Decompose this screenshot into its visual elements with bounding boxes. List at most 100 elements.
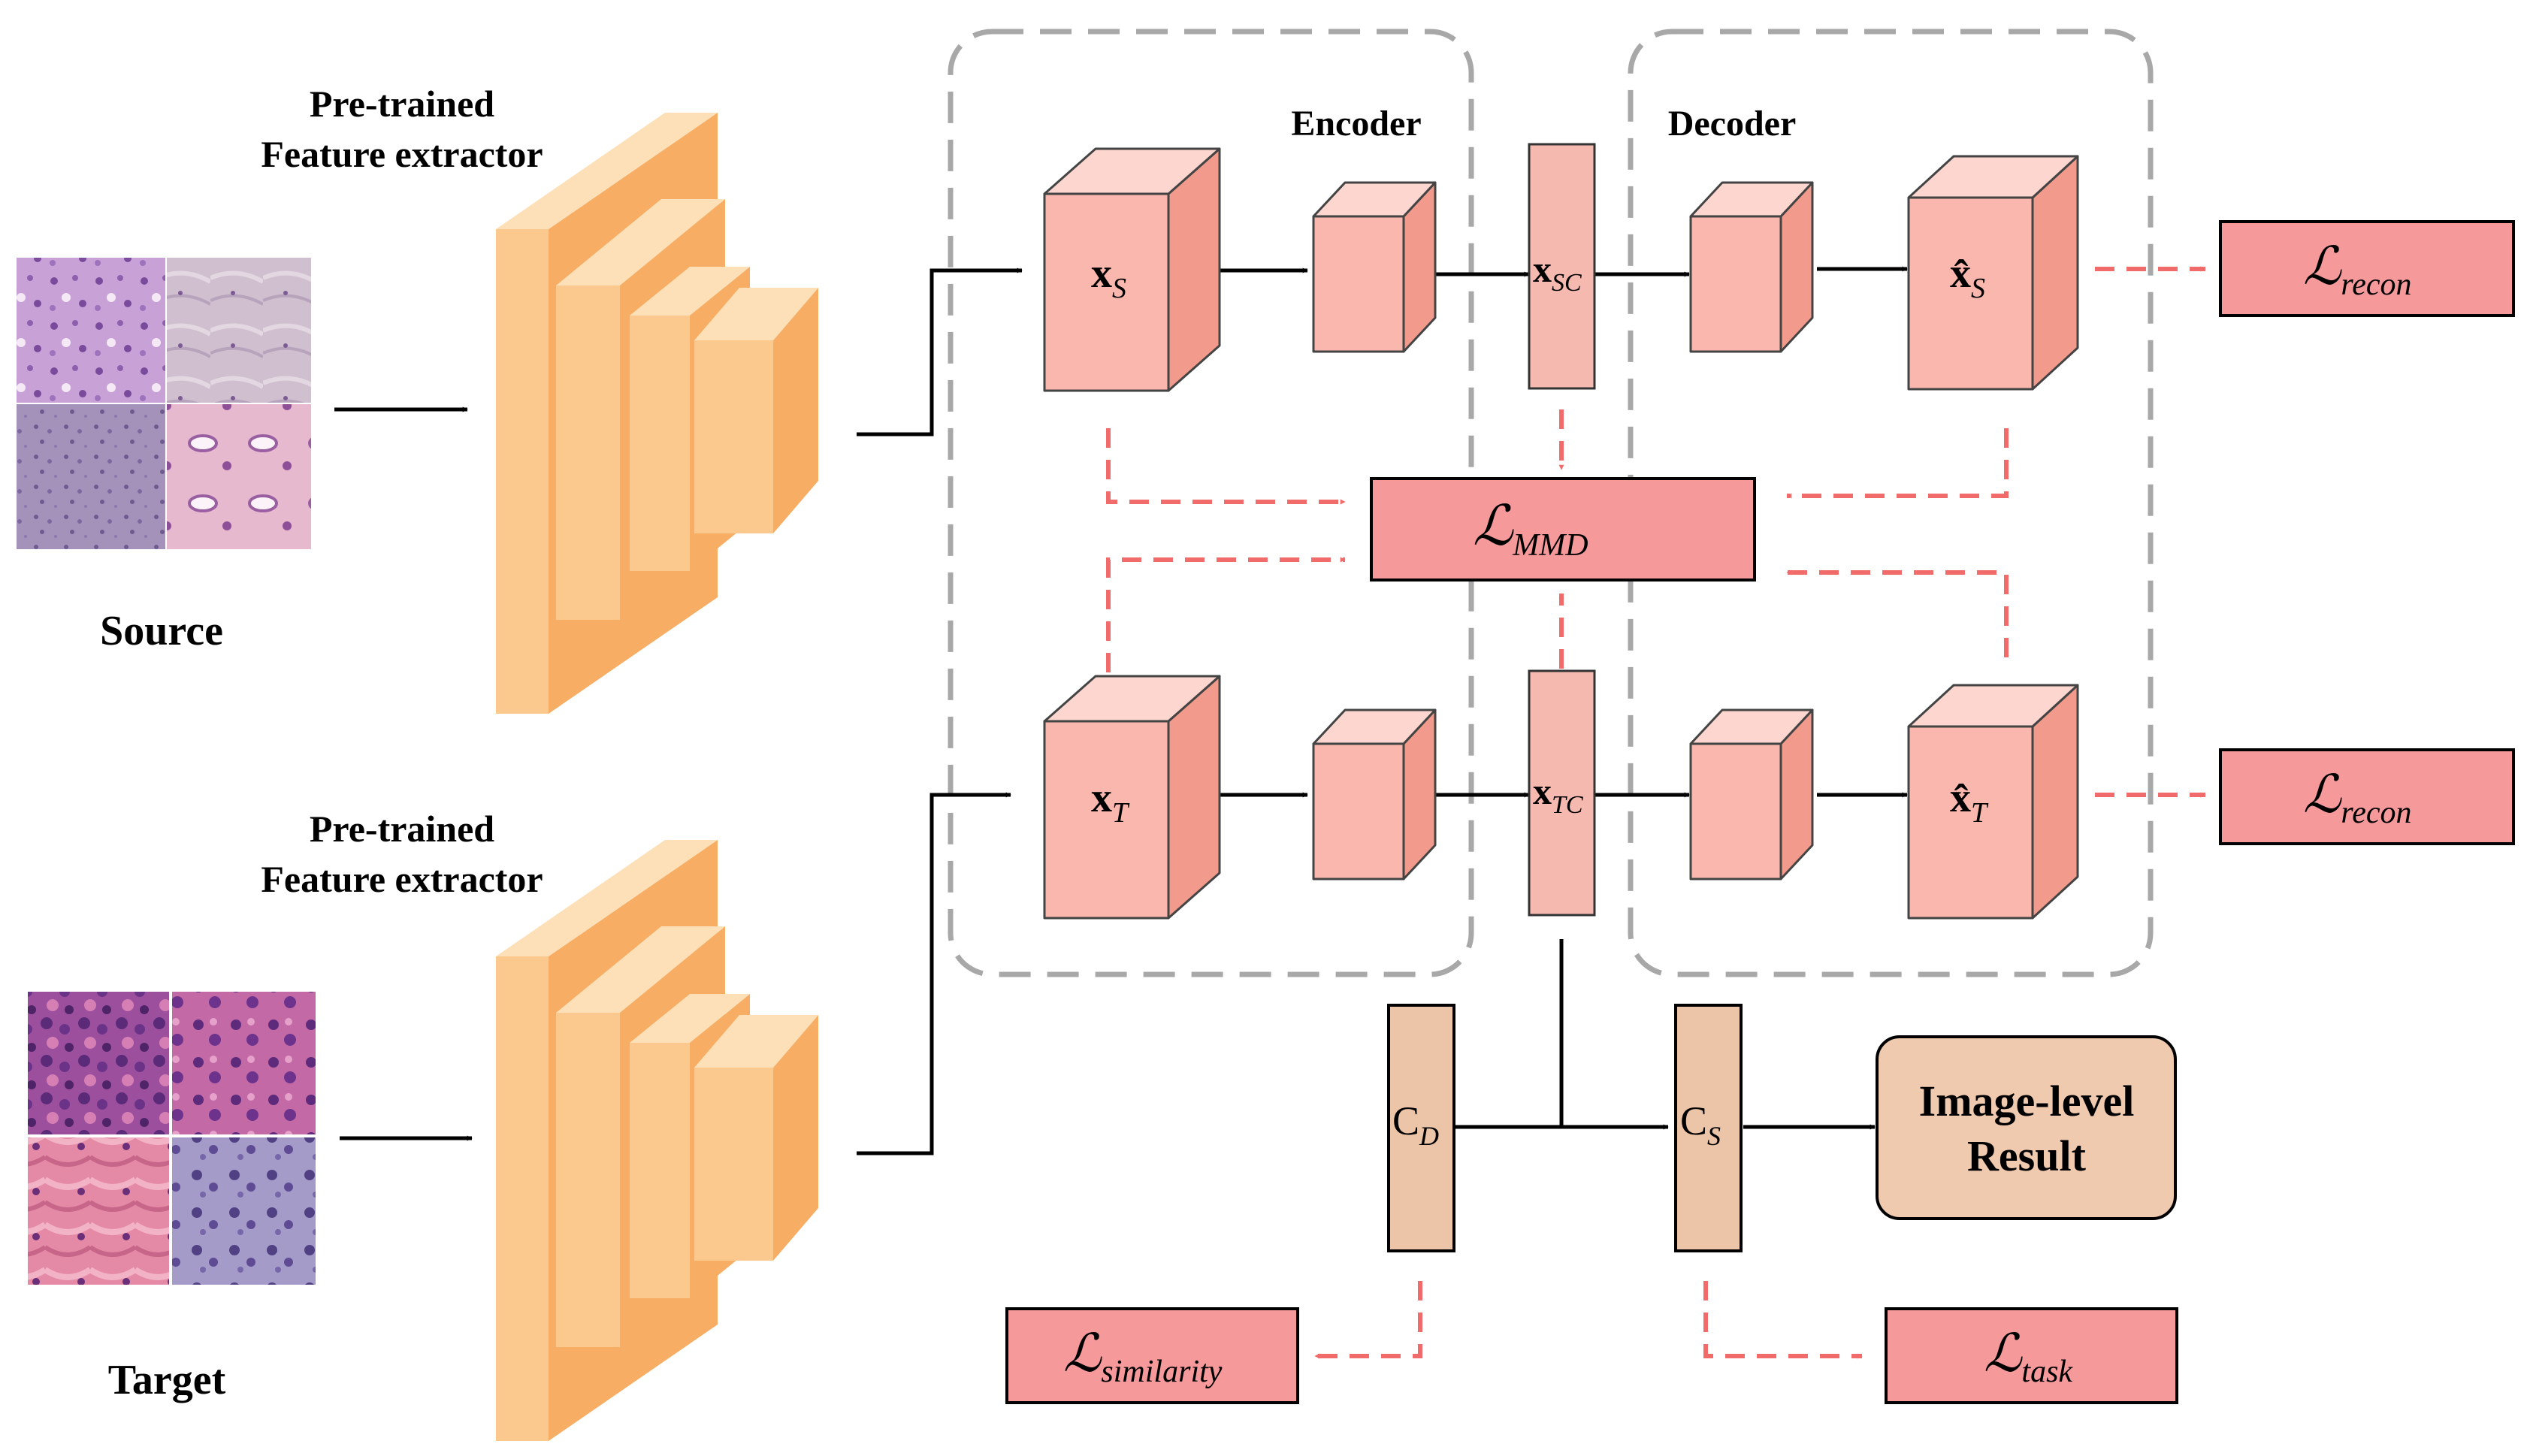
extractor-bottom-layer-1-front: [496, 956, 549, 1441]
label-xs-hat-main: x̂: [1950, 250, 1971, 297]
source-image-3: [17, 404, 165, 549]
cube-encoder-source: [1312, 181, 1437, 353]
extractor-bottom-layer-2-front: [556, 1013, 620, 1347]
target-image-3: [28, 1137, 169, 1285]
extractor-bottom-title-line1: Pre-trained: [310, 808, 494, 850]
classifier-cd: [1387, 1004, 1455, 1252]
extractor-top-layer-4: [694, 288, 818, 533]
result-box: [1876, 1035, 2177, 1220]
target-image-4: [172, 1137, 316, 1285]
extractor-bottom-layer-4-top: [694, 1015, 818, 1068]
label-loss-task: ℒtask: [1984, 1325, 2073, 1389]
flow-arrows: [334, 266, 1908, 1155]
arrow-cs-to-task: [1703, 1281, 1863, 1359]
target-image-1: [28, 992, 169, 1134]
arrow-xs-hat-to-mmd: [1786, 428, 2009, 499]
feature-extractor-top: [496, 113, 818, 714]
decoder-label: Decoder: [1668, 104, 1797, 143]
cube-xs-hat: [1907, 155, 2079, 391]
label-loss-mmd: ℒMMD: [1473, 496, 1588, 563]
label-xt-hat-sub: T: [1971, 797, 1989, 829]
extractor-bottom-layer-3-front: [630, 1043, 690, 1298]
source-image-4: [167, 404, 311, 549]
loss-box-recon-bottom: [2219, 748, 2515, 845]
label-loss-task-sub: task: [2021, 1355, 2073, 1389]
label-cd: CD: [1392, 1098, 1439, 1151]
source-label: Source: [100, 608, 223, 654]
extractor-bottom-layer-4-front: [694, 1068, 773, 1261]
arrow-xt-to-mmd: [1106, 557, 1346, 672]
cube-decoder-source: [1689, 181, 1814, 353]
label-xt-hat-main: x̂: [1950, 775, 1971, 821]
source-image-1: [17, 258, 165, 403]
extractor-top-layer-2-top: [556, 199, 725, 285]
cube-encoder-target: [1312, 708, 1437, 881]
label-xt: xT: [1091, 775, 1130, 829]
extractor-top-title-line1: Pre-trained: [310, 83, 494, 125]
label-xtc-main: x: [1533, 770, 1552, 812]
feature-cubes: [1043, 147, 2079, 920]
label-loss-similarity-sub: similarity: [1101, 1355, 1222, 1389]
label-xs: xS: [1091, 250, 1126, 304]
source-image-2: [167, 258, 311, 403]
label-xs-hat-sub: S: [1971, 273, 1985, 304]
label-loss-recon-bottom-sub: recon: [2341, 796, 2411, 830]
label-cd-main: C: [1392, 1098, 1419, 1143]
arrow-cd-to-similarity: [1314, 1281, 1422, 1359]
label-xt-hat: x̂T: [1950, 775, 1989, 829]
loss-box-similarity: [1005, 1307, 1299, 1404]
label-xsc-sub: SC: [1552, 269, 1582, 297]
extractor-bottom-title-line2: Feature extractor: [261, 858, 543, 900]
result-line2: Result: [1967, 1131, 2087, 1180]
extractor-bottom-layer-2-top: [556, 926, 725, 1013]
target-images: [28, 992, 316, 1285]
cube-decoder-source-front: [1689, 215, 1782, 353]
loss-box-task: [1885, 1307, 2178, 1404]
extractor-top-layer-4-front: [694, 340, 773, 533]
cube-decoder-target-front: [1689, 742, 1782, 881]
bottleneck-xsc: [1528, 143, 1596, 390]
extractor-bottom-layer-4-side: [773, 1015, 818, 1261]
arrow-extractor-to-xs: [857, 267, 1023, 436]
extractor-bottom-layer-1-top: [496, 840, 718, 956]
label-xt-main: x: [1091, 775, 1112, 821]
label-loss-recon-bottom-main: ℒ: [2303, 766, 2342, 824]
cube-xs-hat-front: [1907, 196, 2034, 391]
extractor-bottom-layer-3-top: [630, 994, 750, 1043]
extractor-top-layer-3-front: [630, 316, 690, 571]
cube-xt: [1043, 675, 1221, 920]
arrow-extractor-to-xt: [857, 792, 1011, 1155]
label-loss-similarity-main: ℒ: [1063, 1325, 1102, 1383]
label-xs-sub: S: [1112, 273, 1126, 304]
cube-xs: [1043, 147, 1221, 392]
cube-encoder-source-front: [1312, 215, 1405, 353]
encoder-label: Encoder: [1291, 104, 1421, 143]
bottleneck-xtc: [1528, 669, 1596, 917]
result-line1: Image-level: [1919, 1077, 2135, 1125]
label-loss-recon-top-sub: recon: [2341, 267, 2411, 302]
extractor-top-layer-2-front: [556, 285, 620, 620]
label-loss-mmd-sub: MMD: [1512, 528, 1588, 563]
label-xtc: xTC: [1533, 770, 1583, 819]
label-cs-main: C: [1680, 1098, 1707, 1143]
cube-xt-hat-front: [1907, 725, 2034, 920]
label-loss-task-main: ℒ: [1984, 1325, 2023, 1383]
arrow-xs-to-mmd: [1106, 428, 1346, 505]
label-loss-mmd-main: ℒ: [1473, 496, 1514, 557]
extractor-top-layer-1-front: [496, 229, 549, 714]
loss-box-recon-top: [2219, 220, 2515, 317]
label-cs: CS: [1680, 1098, 1721, 1151]
target-image-2: [172, 992, 316, 1134]
extractor-top-title-line2: Feature extractor: [261, 133, 543, 175]
label-cs-sub: S: [1707, 1121, 1721, 1151]
classifier-cs: [1674, 1004, 1743, 1252]
target-label: Target: [108, 1357, 226, 1403]
extractor-top-layer-4-side: [773, 288, 818, 533]
cube-xs-front: [1043, 192, 1170, 392]
label-loss-recon-bottom: ℒrecon: [2303, 766, 2412, 830]
cube-decoder-target: [1689, 708, 1814, 881]
loss-arrows: [1106, 266, 2206, 1359]
cube-xt-hat: [1907, 684, 2079, 920]
label-xtc-sub: TC: [1552, 791, 1583, 819]
